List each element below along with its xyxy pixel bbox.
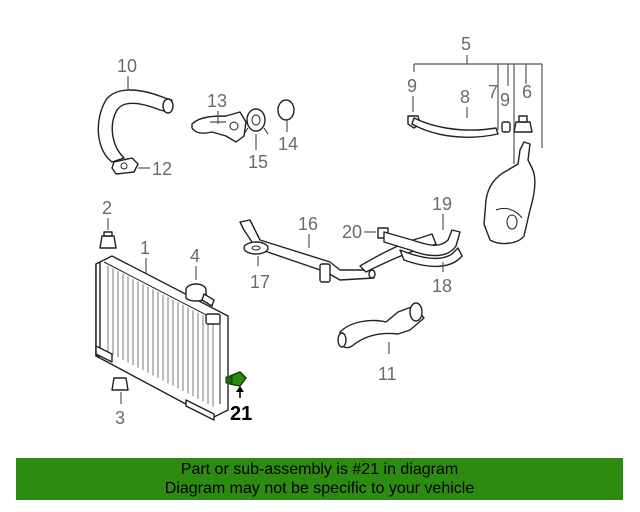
callout-4: 4 <box>190 246 200 266</box>
callout-11: 11 <box>378 364 397 384</box>
part-13-thermostat-housing[interactable] <box>191 111 247 143</box>
callout-2: 2 <box>102 198 112 218</box>
arrow-21 <box>236 386 244 392</box>
callout-21: 21 <box>230 403 252 425</box>
callout-17: 17 <box>250 272 270 292</box>
callout-15: 15 <box>248 152 268 172</box>
reservoir-tank[interactable] <box>483 141 536 245</box>
callout-8: 8 <box>460 87 470 107</box>
callout-18: 18 <box>432 276 452 296</box>
part-3-lower-mount[interactable] <box>111 377 129 391</box>
callout-12: 12 <box>152 159 172 179</box>
part-1-radiator[interactable] <box>95 255 229 421</box>
part-10-upper-hose[interactable] <box>97 89 174 163</box>
leader-5-bracket <box>413 55 543 164</box>
part-12-clamp[interactable] <box>111 157 139 175</box>
part-11-lower-hose[interactable] <box>337 302 425 349</box>
callout-19: 19 <box>432 194 452 214</box>
callout-5: 5 <box>461 34 471 54</box>
part-7-9-clips[interactable] <box>501 121 511 133</box>
callout-10: 10 <box>117 56 137 76</box>
info-banner: Part or sub-assembly is #21 in diagram D… <box>16 458 623 500</box>
part-15-thermostat[interactable] <box>243 108 269 135</box>
callout-1: 1 <box>140 238 150 258</box>
callout-9-left: 9 <box>407 76 417 96</box>
callout-13: 13 <box>207 91 227 111</box>
part-17-gasket[interactable] <box>243 241 269 255</box>
banner-line-2: Diagram may not be specific to your vehi… <box>164 480 475 497</box>
part-18-19-water-pipes[interactable] <box>359 229 463 273</box>
callout-20: 20 <box>342 222 362 242</box>
part-14-gasket[interactable] <box>277 99 295 121</box>
callout-3: 3 <box>115 408 125 428</box>
part-8-overflow-hose[interactable] <box>411 117 499 138</box>
part-21-drain-plug[interactable] <box>225 371 247 387</box>
part-6-reservoir-cap[interactable] <box>513 115 533 133</box>
callout-6: 6 <box>522 82 532 102</box>
callout-9-right: 9 <box>500 90 510 110</box>
callout-7: 7 <box>488 82 498 102</box>
callout-14: 14 <box>278 134 298 154</box>
part-2-upper-mount[interactable] <box>99 231 117 249</box>
callout-16: 16 <box>298 214 318 234</box>
parts-diagram: 10 12 13 15 14 5 9 <box>95 34 543 428</box>
banner-line-1: Part or sub-assembly is #21 in diagram <box>180 461 459 478</box>
part-4-radiator-cap[interactable] <box>185 283 215 307</box>
